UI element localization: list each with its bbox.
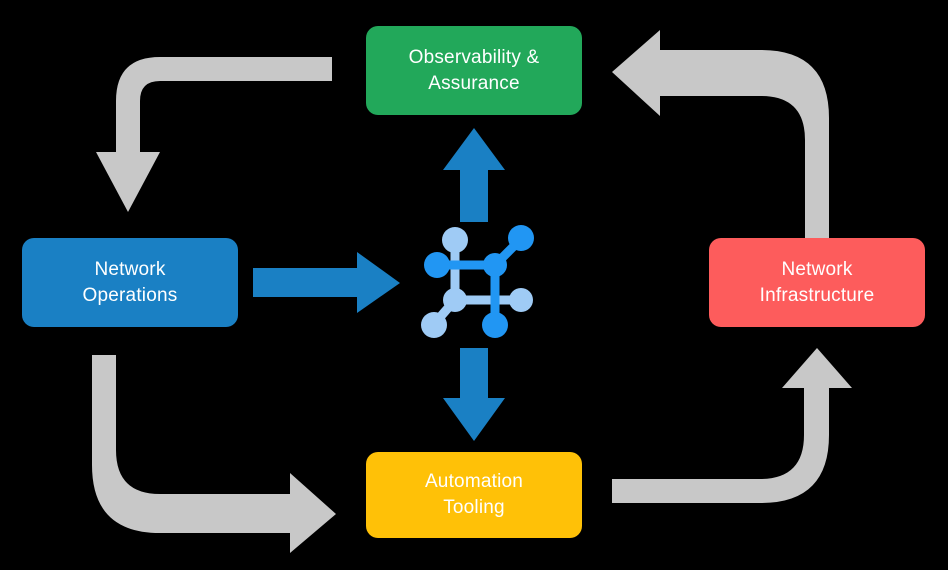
arrow-automation-to-infrastructure [612, 348, 852, 503]
arrow-infrastructure-to-observability [612, 30, 829, 238]
arrow-center-to-automation [443, 348, 505, 441]
arrow-operations-to-automation [92, 355, 336, 553]
arrow-observability-to-operations [96, 57, 332, 212]
node-box-automation[interactable]: Automation Tooling [366, 452, 582, 538]
network-topology-icon [421, 225, 534, 338]
node-box-observability[interactable]: Observability & Assurance [366, 26, 582, 115]
arrow-center-to-observability [443, 128, 505, 222]
arrow-operations-to-center [253, 252, 400, 313]
node-box-operations[interactable]: Network Operations [22, 238, 238, 327]
node-box-infrastructure[interactable]: Network Infrastructure [709, 238, 925, 327]
